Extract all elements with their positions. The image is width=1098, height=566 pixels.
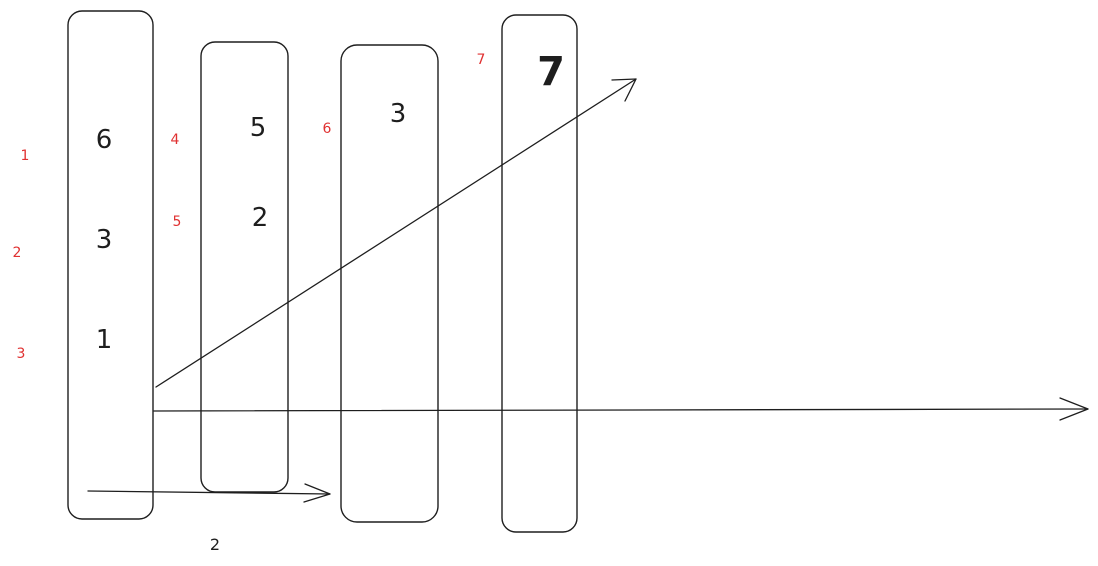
bottom-label: 2 (210, 535, 220, 554)
red-label-7: 7 (477, 52, 486, 68)
red-label-5: 5 (173, 214, 182, 230)
column-1-value-1: 6 (96, 125, 113, 155)
arrow-diagonal (155, 78, 637, 388)
column-1-value-2: 3 (96, 225, 113, 255)
arrow-horizontal-short (87, 483, 331, 503)
red-label-1: 1 (21, 148, 30, 164)
red-label-2: 2 (13, 245, 22, 261)
arrow-horizontal-long (153, 397, 1089, 421)
red-label-4: 4 (171, 132, 180, 148)
column-box-1 (67, 10, 154, 520)
column-4-value-1: 7 (537, 49, 565, 95)
column-1-value-3: 1 (96, 325, 113, 355)
column-3-value-1: 3 (390, 99, 407, 129)
column-2-value-2: 2 (252, 203, 269, 233)
red-label-3: 3 (17, 346, 26, 362)
column-box-2 (200, 41, 289, 493)
column-box-4 (501, 14, 578, 533)
column-2-value-1: 5 (250, 113, 267, 143)
column-box-3 (340, 44, 439, 523)
red-label-6: 6 (323, 121, 332, 137)
